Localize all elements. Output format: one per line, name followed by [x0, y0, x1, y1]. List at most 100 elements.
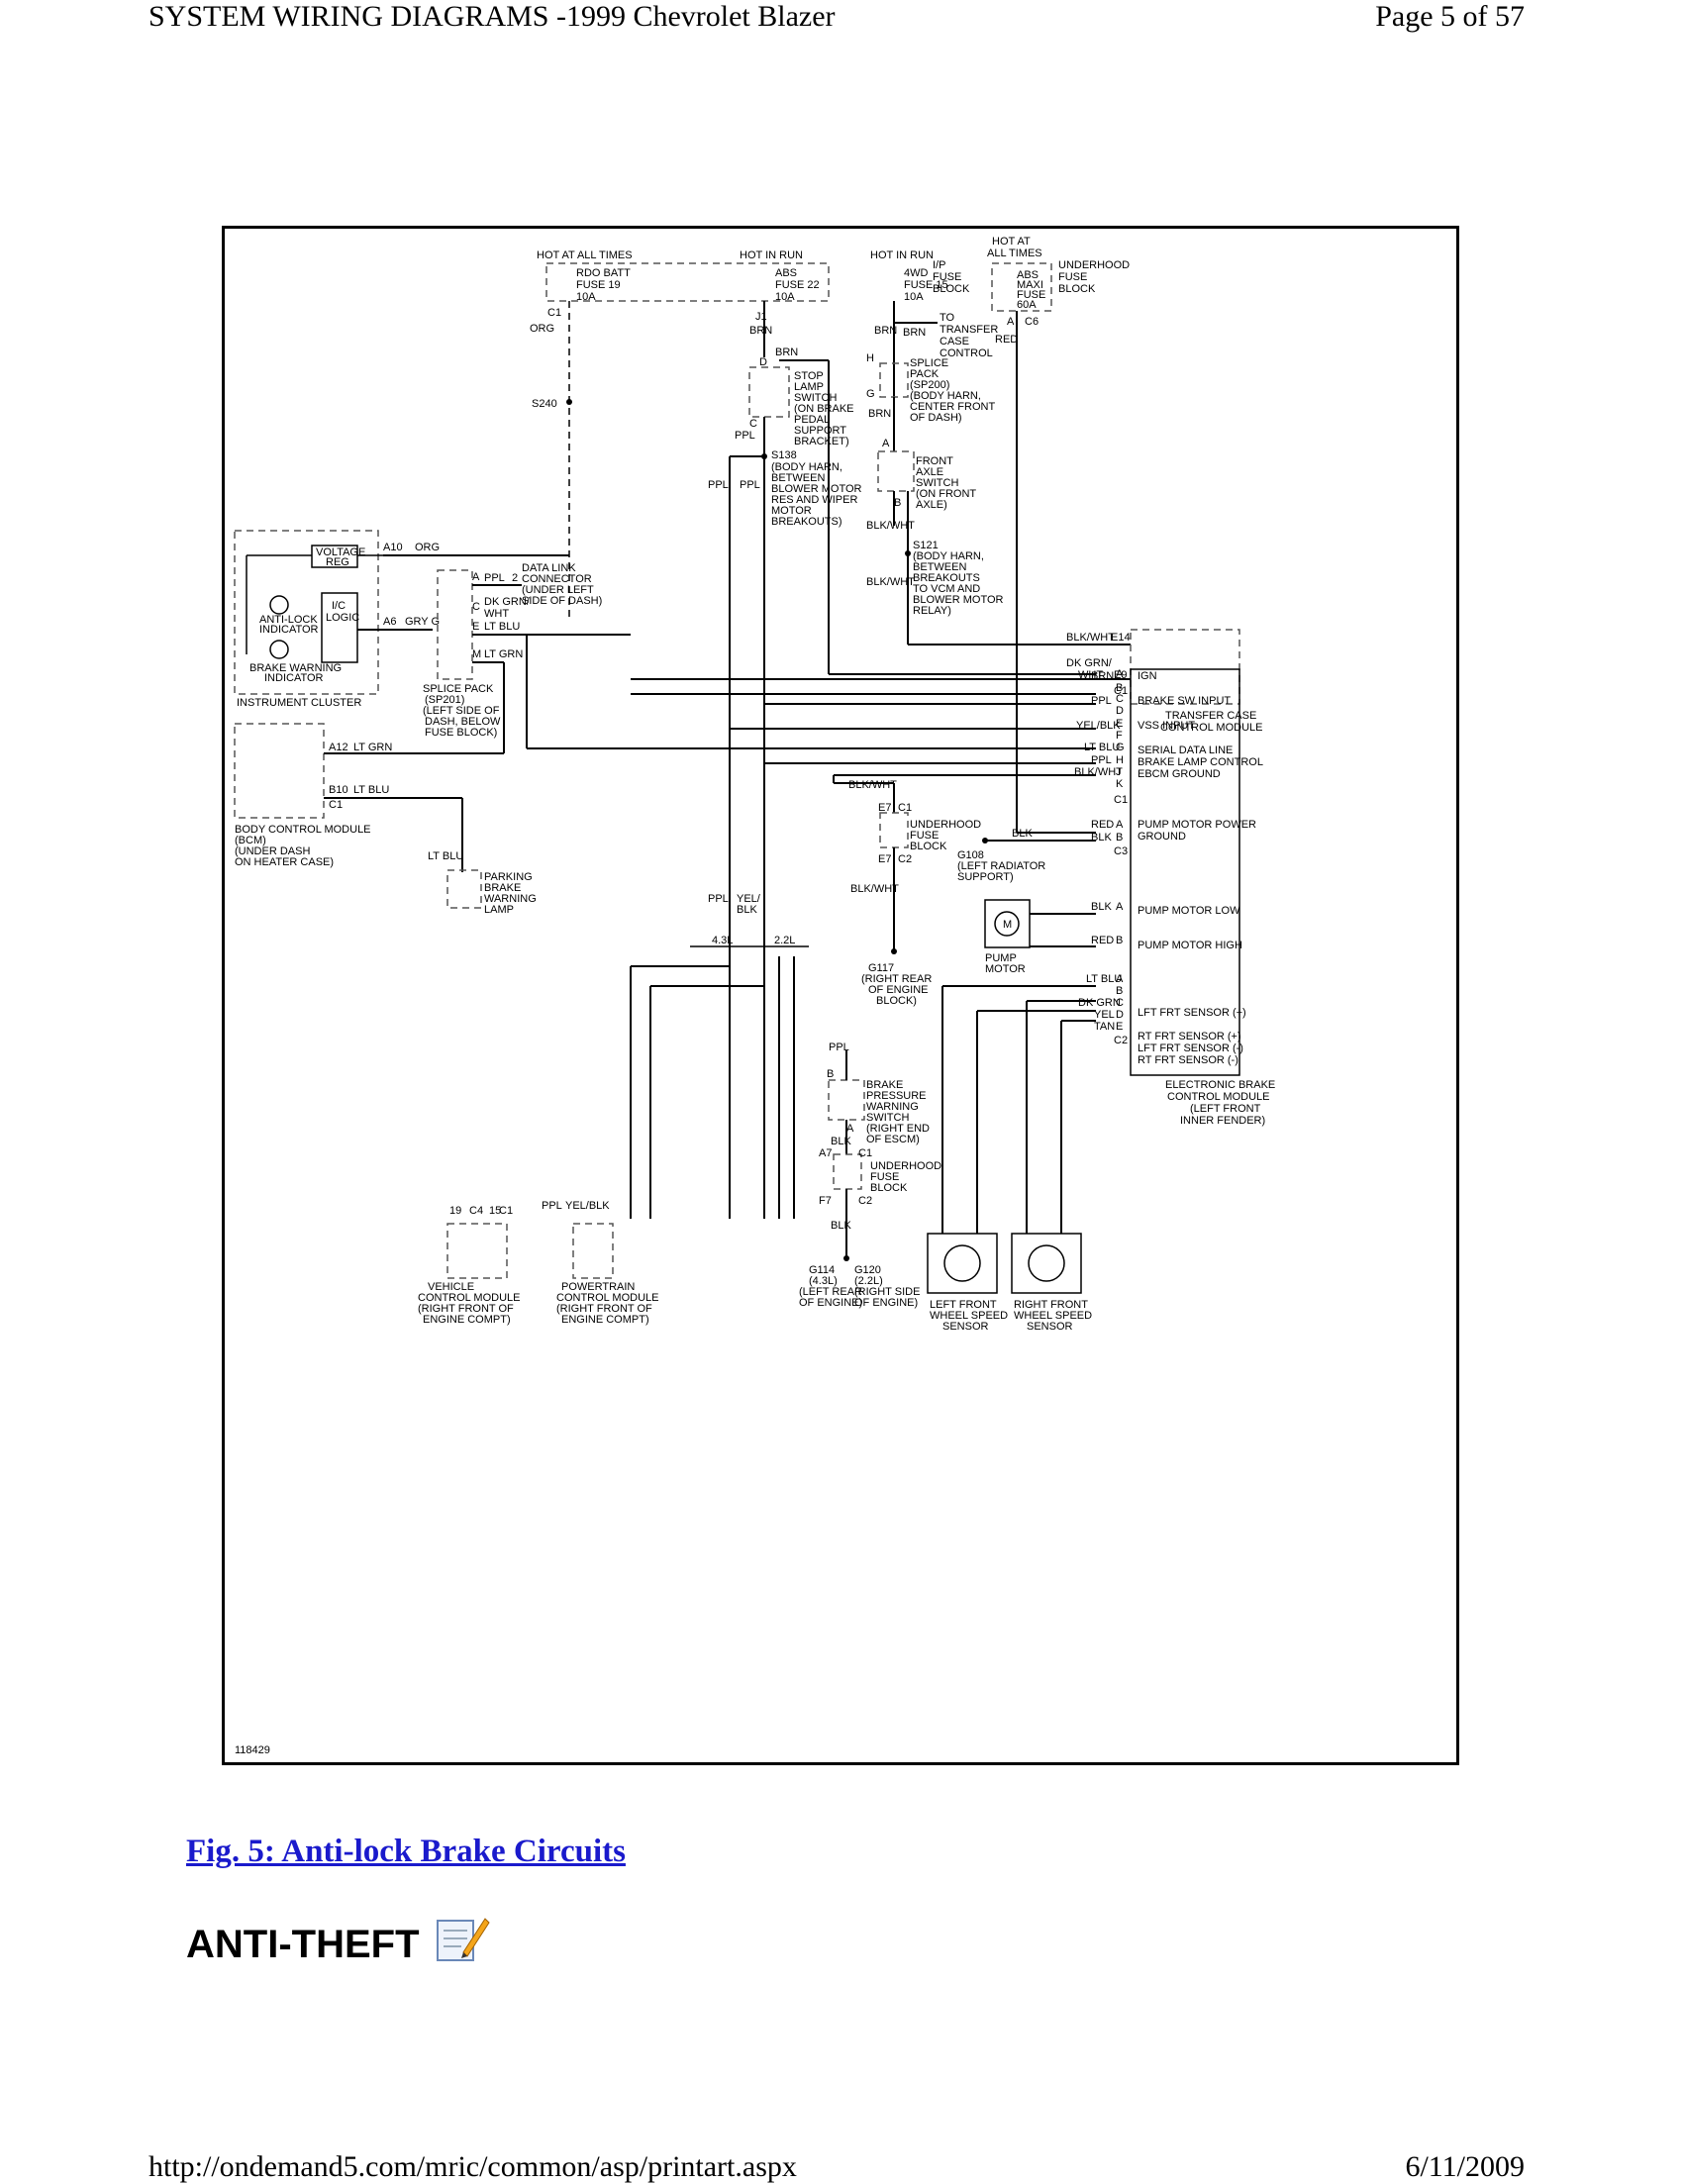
- svg-text:BLOCK: BLOCK: [910, 841, 947, 852]
- svg-text:MAXI: MAXI: [1017, 279, 1043, 291]
- ebcm-pin-rf-plus: RT FRT SENSOR (+): [1138, 1031, 1241, 1042]
- svg-text:60A: 60A: [1017, 299, 1037, 311]
- svg-text:BLOCK: BLOCK: [870, 1182, 908, 1194]
- svg-text:BLOCK): BLOCK): [876, 995, 917, 1007]
- svg-text:PPL: PPL: [708, 479, 729, 491]
- svg-text:(RIGHT FRONT OF: (RIGHT FRONT OF: [418, 1303, 514, 1315]
- svg-text:A: A: [1116, 819, 1124, 831]
- svg-text:PPL: PPL: [1091, 695, 1112, 707]
- svg-text:H: H: [866, 352, 874, 364]
- svg-text:BRN: BRN: [874, 325, 897, 337]
- svg-text:BLK: BLK: [1012, 828, 1033, 840]
- svg-text:C1: C1: [329, 799, 343, 811]
- svg-text:D: D: [1116, 1009, 1124, 1021]
- svg-text:I/P: I/P: [933, 259, 945, 271]
- svg-text:C1: C1: [499, 1205, 513, 1217]
- svg-text:2: 2: [512, 572, 518, 584]
- svg-text:BREAKOUTS): BREAKOUTS): [771, 516, 842, 528]
- svg-text:RED: RED: [995, 334, 1018, 346]
- svg-text:C1: C1: [1114, 794, 1128, 806]
- svg-text:INNER FENDER): INNER FENDER): [1180, 1115, 1265, 1127]
- svg-text:B: B: [1116, 985, 1123, 997]
- svg-text:PPL: PPL: [1091, 754, 1112, 766]
- svg-text:I/C: I/C: [332, 600, 346, 612]
- svg-text:PARKING: PARKING: [484, 871, 533, 883]
- svg-text:WARNING: WARNING: [866, 1101, 919, 1113]
- svg-text:INDICATOR: INDICATOR: [259, 624, 319, 636]
- svg-text:FRONT: FRONT: [916, 455, 953, 467]
- ebcm-pin-ground: EBCM GROUND: [1138, 768, 1221, 780]
- svg-text:CASE: CASE: [940, 336, 969, 347]
- svg-text:OF ENGINE: OF ENGINE: [868, 984, 929, 996]
- svg-text:WHEEL SPEED: WHEEL SPEED: [1014, 1310, 1092, 1322]
- svg-text:(LEFT FRONT: (LEFT FRONT: [1190, 1103, 1261, 1115]
- svg-text:BLOWER MOTOR: BLOWER MOTOR: [771, 483, 862, 495]
- svg-text:A: A: [882, 438, 890, 449]
- svg-text:BLOWER MOTOR: BLOWER MOTOR: [913, 594, 1004, 606]
- svg-text:(BODY HARN,: (BODY HARN,: [910, 390, 981, 402]
- note-pencil-icon[interactable]: [434, 1913, 491, 1964]
- svg-text:YEL/: YEL/: [737, 893, 761, 905]
- svg-text:C2: C2: [858, 1195, 872, 1207]
- svg-text:WHEEL SPEED: WHEEL SPEED: [930, 1310, 1008, 1322]
- svg-text:INSTRUMENT CLUSTER: INSTRUMENT CLUSTER: [237, 697, 361, 709]
- svg-text:HOT AT: HOT AT: [992, 236, 1031, 248]
- svg-text:MOTOR: MOTOR: [985, 963, 1026, 975]
- svg-text:CONTROL: CONTROL: [940, 347, 993, 359]
- svg-text:A12: A12: [329, 742, 348, 753]
- svg-text:LAMP: LAMP: [484, 904, 514, 916]
- svg-text:CONTROL MODULE: CONTROL MODULE: [1167, 1091, 1270, 1103]
- svg-text:B: B: [827, 1068, 834, 1080]
- svg-text:PUMP: PUMP: [985, 952, 1017, 964]
- svg-text:MOTOR: MOTOR: [771, 505, 812, 517]
- svg-text:FUSE 15: FUSE 15: [904, 279, 948, 291]
- svg-text:FUSE: FUSE: [1017, 289, 1045, 301]
- svg-text:BRAKE WARNING: BRAKE WARNING: [249, 662, 342, 674]
- svg-text:FUSE: FUSE: [933, 271, 961, 283]
- svg-text:BRAKE: BRAKE: [484, 882, 521, 894]
- ebcm-pin-rf-minus: RT FRT SENSOR (-): [1138, 1054, 1238, 1066]
- svg-text:FUSE 22: FUSE 22: [775, 279, 820, 291]
- svg-text:E7: E7: [878, 802, 891, 814]
- svg-text:A: A: [1116, 901, 1124, 913]
- svg-text:RELAY): RELAY): [913, 605, 951, 617]
- svg-text:(UNDER LEFT: (UNDER LEFT: [522, 584, 594, 596]
- svg-text:GRY G: GRY G: [405, 616, 440, 628]
- svg-text:FUSE: FUSE: [870, 1171, 899, 1183]
- ebcm-pin-ign: IGN: [1138, 670, 1157, 682]
- svg-text:A7: A7: [819, 1147, 832, 1159]
- svg-text:PEDAL: PEDAL: [794, 414, 830, 426]
- svg-text:PACK: PACK: [910, 368, 940, 380]
- svg-text:15: 15: [489, 1205, 501, 1217]
- svg-text:M: M: [472, 648, 481, 660]
- svg-text:G114: G114: [809, 1264, 835, 1276]
- svg-text:OF ENGINE): OF ENGINE): [854, 1297, 918, 1309]
- svg-text:F: F: [1116, 730, 1123, 742]
- svg-text:BRAKE: BRAKE: [866, 1079, 903, 1091]
- svg-text:C: C: [749, 418, 757, 430]
- svg-text:LT BLU: LT BLU: [1086, 973, 1122, 985]
- svg-text:4.3L: 4.3L: [712, 935, 733, 946]
- svg-text:ORG: ORG: [415, 542, 440, 553]
- svg-text:BRN: BRN: [1091, 670, 1114, 682]
- svg-text:SWITCH: SWITCH: [794, 392, 837, 404]
- ebcm-pin-pump-power: PUMP MOTOR POWER: [1138, 819, 1256, 831]
- svg-text:DASH, BELOW: DASH, BELOW: [425, 716, 501, 728]
- svg-text:G108: G108: [957, 849, 984, 861]
- svg-text:YEL/BLK: YEL/BLK: [1076, 720, 1121, 732]
- svg-text:LOGIC: LOGIC: [326, 612, 359, 624]
- svg-text:REG: REG: [326, 556, 349, 568]
- svg-text:19: 19: [449, 1205, 461, 1217]
- svg-text:FUSE 19: FUSE 19: [576, 279, 621, 291]
- svg-text:10A: 10A: [775, 291, 795, 303]
- svg-text:AXLE): AXLE): [916, 499, 947, 511]
- svg-text:G: G: [866, 388, 875, 400]
- svg-text:A10: A10: [383, 542, 403, 553]
- svg-text:B: B: [1116, 935, 1123, 946]
- svg-text:E7: E7: [878, 853, 891, 865]
- svg-text:(BCM): (BCM): [235, 835, 266, 846]
- svg-text:S138: S138: [771, 449, 797, 461]
- svg-text:WARNING: WARNING: [484, 893, 537, 905]
- svg-text:PPL: PPL: [735, 430, 755, 442]
- figure-caption-link[interactable]: Fig. 5: Anti-lock Brake Circuits: [186, 1834, 626, 1869]
